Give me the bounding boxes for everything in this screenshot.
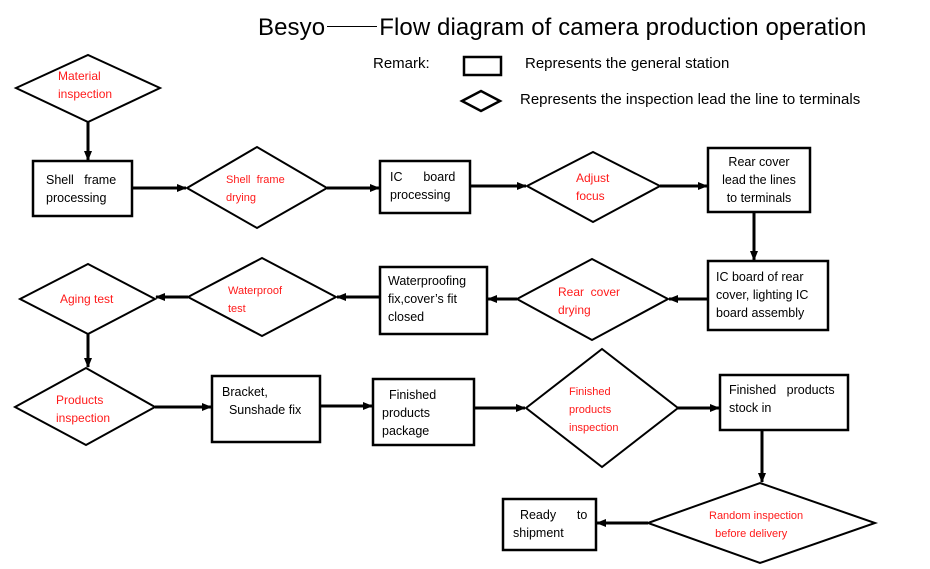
ic-board-rear-cover-label: IC board of rear cover, lighting IC boar… bbox=[716, 270, 809, 320]
finished-products-inspection-label: Finished products inspection bbox=[569, 386, 619, 434]
random-inspection-shape bbox=[645, 481, 879, 565]
brand-name: Besyo bbox=[258, 14, 326, 41]
legend-station-shape bbox=[462, 55, 503, 77]
waterproof-test-label: Waterproof test bbox=[228, 285, 283, 315]
finished-products-stock-in-label: Finished products stock in bbox=[729, 383, 835, 415]
diagram-title: Besyo Flow diagram of camera production o… bbox=[258, 14, 866, 42]
remark-label: Remark: bbox=[373, 55, 430, 72]
aging-test-label: Aging test bbox=[60, 292, 114, 306]
ready-to-shipment-shape bbox=[501, 497, 598, 552]
title-text: Flow diagram of camera production operat… bbox=[379, 14, 867, 41]
finished-products-package-label: Finished products package bbox=[382, 388, 437, 438]
adjust-focus-label: Adjust focus bbox=[576, 171, 610, 203]
bracket-sunshade-fix-label: Bracket, Sunshade fix bbox=[222, 385, 302, 417]
waterproofing-fix-label: Waterproofing fix,cover’s fit closed bbox=[388, 274, 467, 324]
products-inspection-label: Products inspection bbox=[56, 393, 111, 425]
finished-products-package-shape bbox=[371, 377, 476, 447]
title-dash bbox=[327, 26, 378, 28]
ready-to-shipment-label: Ready to shipment bbox=[513, 508, 588, 540]
legend-station-label: Represents the general station bbox=[525, 55, 730, 72]
rear-cover-lead-label: Rear cover lead the lines to terminals bbox=[722, 155, 796, 205]
material-inspection-label: Material inspection bbox=[58, 69, 113, 101]
shell-frame-processing-label: Shell frame processing bbox=[46, 173, 117, 205]
shell-frame-processing-shape bbox=[31, 159, 134, 218]
random-inspection-label: Random inspection before delivery bbox=[709, 510, 804, 540]
ic-board-rear-cover-shape bbox=[706, 259, 830, 332]
material-inspection-shape bbox=[13, 53, 163, 124]
rear-cover-lead-shape bbox=[706, 146, 812, 214]
bracket-sunshade-fix-shape bbox=[210, 374, 322, 444]
waterproofing-fix-shape bbox=[378, 265, 489, 336]
rear-cover-drying-label: Rear cover drying bbox=[558, 285, 621, 317]
finished-products-stock-in-shape bbox=[718, 373, 850, 432]
legend-inspection-label: Represents the inspection lead the line … bbox=[520, 91, 861, 108]
shell-frame-drying-label: Shell frame drying bbox=[226, 174, 285, 204]
ic-board-processing-label: IC board processing bbox=[390, 170, 456, 202]
legend-inspection-shape bbox=[459, 89, 503, 113]
ic-board-processing-shape bbox=[378, 159, 472, 215]
